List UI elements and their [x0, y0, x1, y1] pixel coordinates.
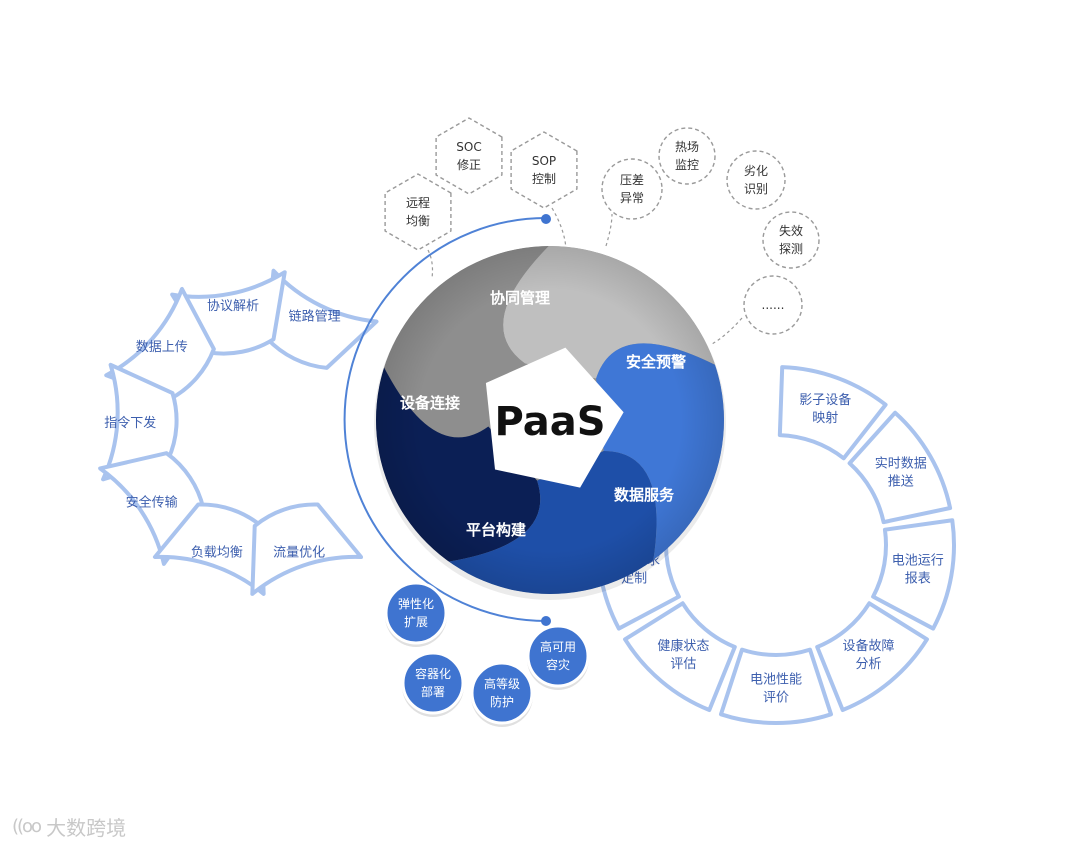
watermark: ((oo 大数跨境: [12, 812, 126, 841]
bubble-label-line2: 扩展: [404, 615, 428, 629]
left_ring-label: 协议解析: [207, 299, 259, 314]
hexagon-label-line1: SOC: [456, 140, 481, 154]
right_ring-label-line1: 影子设备: [799, 392, 851, 408]
right_ring-label-line2: 评估: [670, 657, 696, 672]
right_ring-segment: [815, 601, 929, 713]
dashed-circle-node: [762, 211, 820, 269]
capability-bubble: [401, 651, 465, 715]
right_ring-segment: [871, 518, 956, 631]
dashed-circle-node: [726, 150, 786, 210]
dashed-connector: [427, 249, 434, 279]
dashed-connector: [605, 213, 613, 247]
bubble-label-line2: 防护: [490, 694, 514, 709]
watermark-logo-icon: ((oo: [12, 816, 42, 837]
right_ring-segment: [623, 601, 737, 713]
bubble-label-line2: 容灾: [546, 657, 570, 672]
right_ring-label-line1: 实时数据: [875, 457, 927, 472]
center-label: PaaS: [494, 399, 605, 445]
hexagon-node: [384, 173, 452, 251]
petal-label: 数据服务: [614, 486, 675, 504]
right_ring-label-line1: 电池运行: [892, 554, 944, 569]
right_ring-segment: [718, 647, 834, 725]
hexagon-node: [510, 131, 578, 209]
dashed-circle-label-line1: 失效: [779, 223, 803, 238]
petal-label: 平台构建: [466, 521, 527, 539]
left_ring-label: 数据上传: [136, 340, 188, 355]
hexagon-label-line1: SOP: [532, 154, 556, 168]
arc-end-dot: [541, 616, 551, 626]
bubble-label-line1: 容器化: [415, 666, 451, 681]
left_ring-segment: [250, 502, 364, 596]
left_ring-label: 负载均衡: [191, 546, 243, 561]
arc-end-dot: [541, 214, 551, 224]
right_ring-label-line1: 健康状态: [657, 638, 709, 654]
capability-bubble: [384, 581, 448, 645]
dashed-circle-node: [601, 158, 663, 220]
capability-bubble: [526, 624, 590, 688]
right_ring-label-line2: 报表: [905, 572, 931, 587]
left_ring-label: 链路管理: [289, 309, 341, 325]
left_ring-label: 流量优化: [273, 546, 325, 561]
hexagon-label-line2: 控制: [532, 172, 556, 186]
hexagon-label-line2: 修正: [457, 157, 481, 172]
center-pentagon: [485, 347, 624, 488]
dashed-connector: [711, 317, 743, 345]
right_ring-label-line2: 映射: [812, 410, 838, 426]
right_ring-label-line2: 评价: [763, 691, 789, 706]
dashed-circle-label-line2: 监控: [675, 158, 699, 172]
dashed-circle-node: [658, 127, 716, 185]
dashed-circle-label-line1: ......: [762, 298, 785, 312]
dashed-circle-label-line2: 识别: [744, 182, 768, 196]
right_ring-label-line2: 分析: [856, 657, 882, 672]
right_ring-segment: [777, 365, 888, 461]
left_ring-segment: [152, 502, 266, 596]
bubble-label-line1: 高等级: [484, 676, 520, 691]
dashed-circle-label-line1: 热场: [675, 140, 699, 154]
right_ring-label-line1: 电池性能: [750, 673, 802, 688]
right_ring-label-line2: 推送: [888, 475, 914, 490]
connector-arc: [343, 214, 551, 626]
dashed-circle-label-line2: 异常: [620, 191, 644, 205]
petal-label: 安全预警: [626, 353, 686, 371]
dashed-circle-label-line2: 探测: [779, 242, 803, 256]
bubble-label-line1: 弹性化: [398, 597, 434, 611]
bubble-label-line1: 高可用: [540, 639, 576, 654]
hexagon-label-line1: 远程: [406, 195, 430, 210]
dashed-circle-node: [743, 275, 803, 335]
right_ring-label-line1: 设备故障: [843, 638, 895, 654]
left_ring-segment: [104, 286, 216, 402]
bubble-label-line2: 部署: [421, 684, 445, 699]
petal-label: 协同管理: [490, 289, 550, 307]
left_ring-segment: [265, 268, 379, 370]
right_ring-segment: [847, 410, 953, 525]
left_ring-label: 安全传输: [126, 495, 178, 511]
dashed-circle-label-line1: 压差: [620, 173, 644, 187]
watermark-text: 大数跨境: [46, 816, 127, 840]
left_ring-label: 指令下发: [104, 415, 156, 431]
hexagon-node: [435, 117, 503, 195]
connector-arc-line: [343, 217, 547, 622]
left_ring-segment: [101, 362, 179, 482]
petal-label: 设备连接: [400, 394, 460, 412]
dashed-connector: [551, 207, 567, 253]
hexagon-label-line2: 均衡: [406, 214, 430, 228]
capability-bubble: [470, 661, 534, 725]
dashed-circle-label-line1: 劣化: [744, 164, 768, 178]
